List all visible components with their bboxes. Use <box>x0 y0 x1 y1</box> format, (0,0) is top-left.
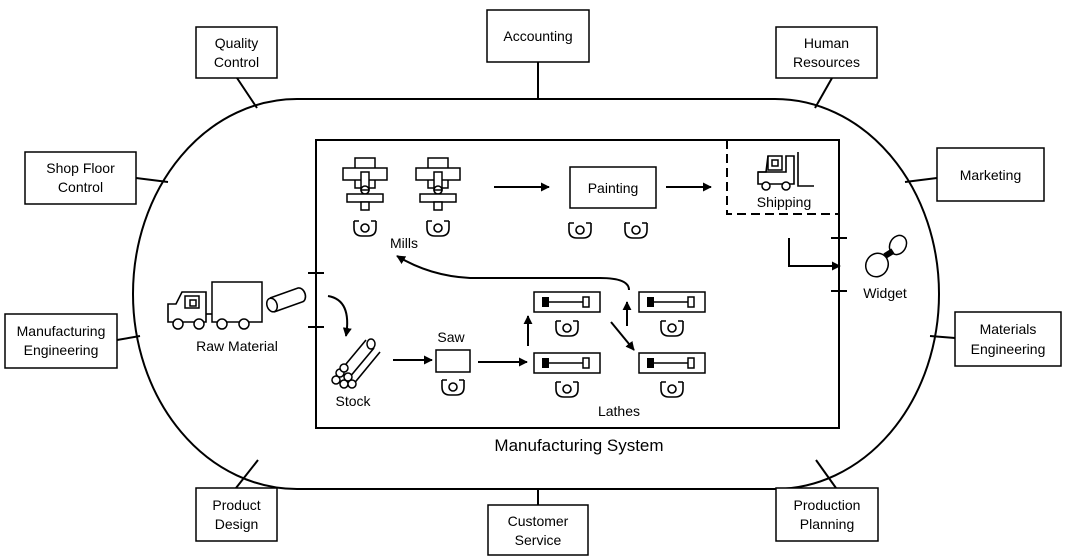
lathe-machine-2 <box>533 352 601 374</box>
worker-icon <box>660 381 684 398</box>
shipping-label: Shipping <box>757 194 812 210</box>
dept-manufacturing-engineering[interactable]: Manufacturing Engineering <box>4 313 118 369</box>
widget-label: Widget <box>863 285 907 301</box>
painting-station: Painting <box>569 166 657 209</box>
truck-icon <box>167 281 263 330</box>
raw-material-log-icon <box>265 287 307 313</box>
saw-label: Saw <box>437 329 465 345</box>
system-title: Manufacturing System <box>494 436 663 455</box>
worker-icon <box>353 220 377 237</box>
mill-machine-1 <box>342 157 388 211</box>
painting-label: Painting <box>588 180 639 196</box>
dept-materials-engineering-line1: Materials <box>980 321 1037 337</box>
department-connectors <box>116 62 956 505</box>
raw-material-label: Raw Material <box>196 338 278 354</box>
dept-production-planning-line2: Planning <box>800 516 855 532</box>
worker-icon <box>660 320 684 337</box>
dept-shop-floor-control-line2: Control <box>58 179 103 195</box>
dept-marketing-line1: Marketing <box>960 167 1021 183</box>
forklift-icon <box>757 152 814 191</box>
worker-icon <box>441 379 465 396</box>
lathes-label: Lathes <box>598 403 640 419</box>
system-boundary <box>132 98 940 490</box>
dept-product-design-line2: Design <box>215 516 259 532</box>
shipping-area: Shipping <box>726 140 839 215</box>
saw-machine <box>435 349 471 373</box>
dept-human-resources-line1: Human <box>804 35 849 51</box>
dept-customer-service[interactable]: Customer Service <box>487 504 589 556</box>
worker-icon <box>624 222 648 239</box>
worker-icon <box>426 220 450 237</box>
mills-label: Mills <box>390 235 418 251</box>
dept-customer-service-line1: Customer <box>508 513 569 529</box>
dept-product-design[interactable]: Product Design <box>195 487 278 542</box>
dept-quality-control[interactable]: Quality Control <box>195 26 278 79</box>
factory-floor <box>315 139 840 429</box>
dept-human-resources[interactable]: Human Resources <box>775 26 878 79</box>
dept-production-planning[interactable]: Production Planning <box>775 487 879 542</box>
lathe-machine-3 <box>638 291 706 313</box>
mill-machine-2 <box>415 157 461 211</box>
dept-product-design-line1: Product <box>212 497 260 513</box>
lathe-machine-1 <box>533 291 601 313</box>
dept-materials-engineering-line2: Engineering <box>971 341 1046 357</box>
stock-label: Stock <box>335 393 371 409</box>
dept-quality-control-line1: Quality <box>215 35 259 51</box>
widget-icon <box>864 234 908 278</box>
worker-icon <box>555 381 579 398</box>
dept-quality-control-line2: Control <box>214 54 259 70</box>
dept-marketing[interactable]: Marketing <box>936 147 1045 202</box>
dept-accounting[interactable]: Accounting <box>486 9 590 63</box>
dept-manufacturing-engineering-line1: Manufacturing <box>17 323 106 339</box>
departments: Quality Control Accounting Human Resourc… <box>4 9 1062 556</box>
dept-shop-floor-control-line1: Shop Floor <box>46 160 115 176</box>
stock-bundle-icon <box>331 338 381 389</box>
lathe-machine-4 <box>638 352 706 374</box>
dept-customer-service-line2: Service <box>515 532 562 548</box>
worker-icon <box>568 222 592 239</box>
dept-accounting-line1: Accounting <box>503 28 572 44</box>
worker-icon <box>555 320 579 337</box>
dept-production-planning-line1: Production <box>794 497 861 513</box>
dept-human-resources-line2: Resources <box>793 54 860 70</box>
dept-shop-floor-control[interactable]: Shop Floor Control <box>24 151 137 205</box>
dept-manufacturing-engineering-line2: Engineering <box>24 342 99 358</box>
dept-materials-engineering[interactable]: Materials Engineering <box>954 311 1062 367</box>
